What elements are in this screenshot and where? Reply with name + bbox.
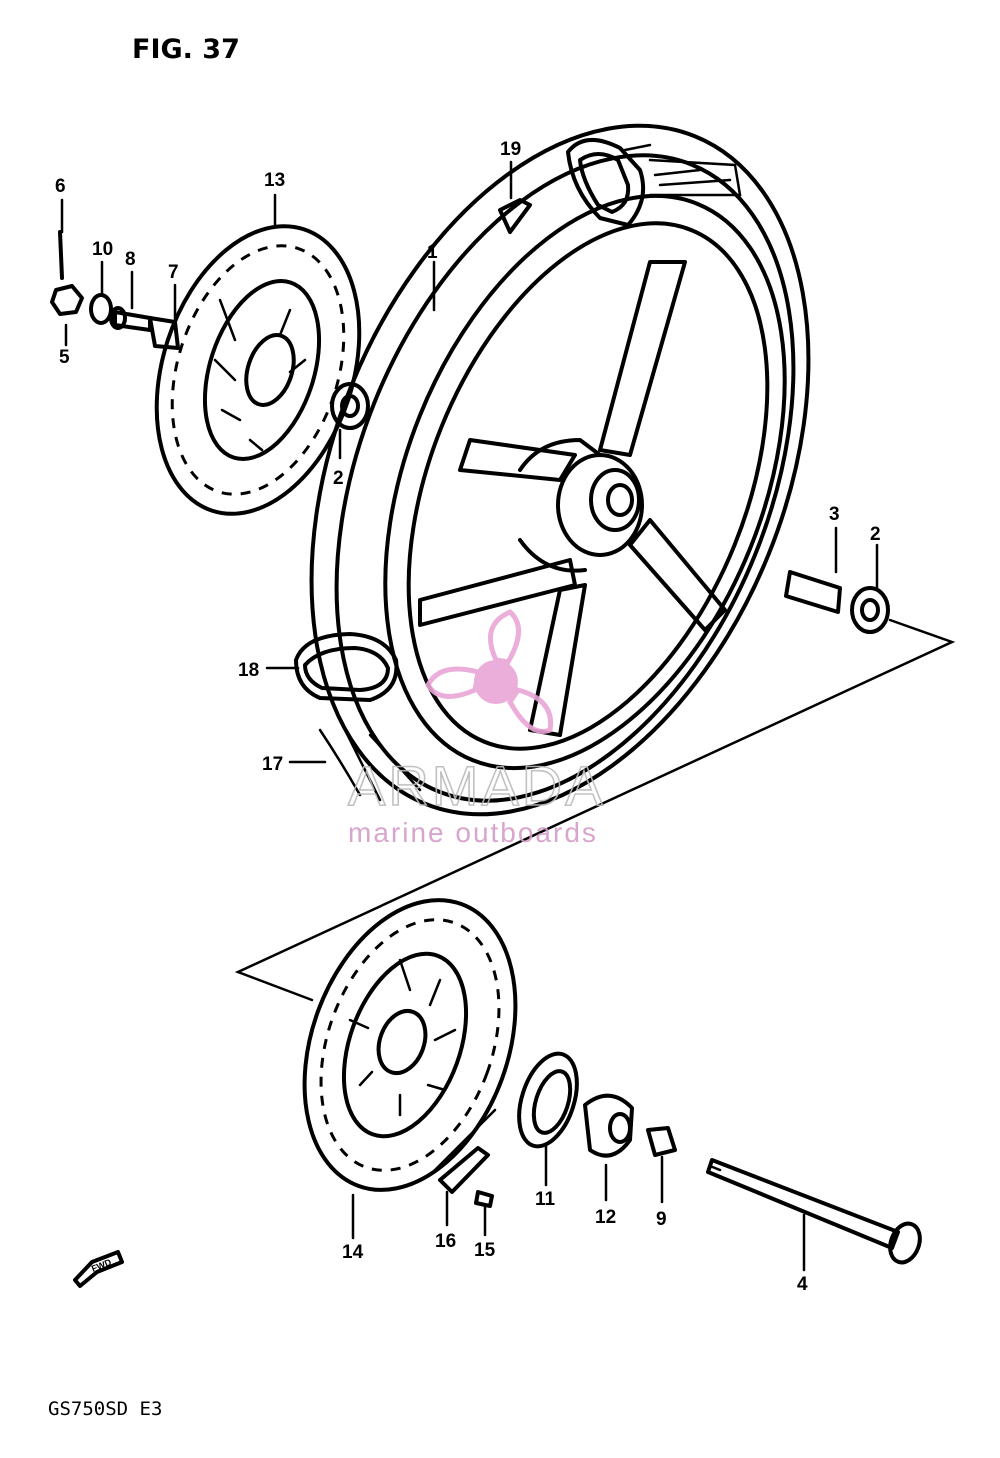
fwd-arrow-icon — [73, 1250, 124, 1288]
propeller-logo-icon — [425, 609, 554, 734]
callout-11: 11 — [535, 1189, 556, 1210]
oil-seal-inner — [531, 1069, 573, 1135]
watermark-brand: ARMADA — [348, 754, 606, 817]
disc-outer-edge — [154, 224, 362, 516]
tread-marks-bottom — [318, 718, 422, 802]
tread-pattern-top — [648, 158, 742, 197]
rim-outer — [383, 193, 787, 771]
assembly-guide-line — [234, 618, 956, 1002]
spoke-lower-left — [418, 558, 577, 627]
disc-center-bore — [244, 333, 296, 407]
spacer-end — [109, 306, 127, 330]
callout-8: 8 — [125, 249, 136, 270]
bearing-right — [850, 586, 890, 634]
leader-lines — [60, 160, 879, 1272]
gearbox-bore — [608, 1112, 632, 1144]
tyre-valve — [498, 198, 532, 234]
figure-title: FIG. 37 — [132, 34, 240, 65]
callout-16: 16 — [435, 1231, 456, 1252]
callout-13: 13 — [264, 170, 285, 191]
disc-slots — [348, 958, 457, 1117]
forward-arrow: FWD — [73, 1250, 124, 1288]
rim-inner — [406, 221, 770, 751]
disc-center-bore — [376, 1009, 428, 1075]
oil-seal — [517, 1051, 579, 1149]
bearing-left-bore — [340, 394, 360, 418]
model-code: GS750SD E3 — [48, 1398, 162, 1420]
bearing-left — [330, 382, 370, 430]
bolt-guide-line — [428, 1108, 497, 1177]
disc-carrier — [202, 279, 322, 461]
callout-4: 4 — [797, 1274, 808, 1295]
hub-bore — [606, 483, 634, 517]
spoke-upper — [598, 260, 687, 457]
tyre-section-top-inner — [578, 152, 631, 214]
spoke-lower — [528, 583, 587, 737]
disc-outer-edge — [302, 898, 518, 1192]
wheel-assembly — [294, 123, 811, 817]
disc-drill-holes — [319, 918, 501, 1172]
watermark-tagline: marine outboards — [348, 817, 598, 848]
spacer — [113, 310, 152, 332]
axle-head — [888, 1221, 922, 1265]
callout-15: 15 — [474, 1240, 496, 1261]
callout-9: 9 — [656, 1209, 667, 1230]
axle-nut — [50, 284, 84, 316]
callout-17: 17 — [262, 754, 283, 775]
callout-5: 5 — [59, 347, 70, 368]
collar — [148, 316, 180, 350]
axle-thread — [708, 1158, 724, 1172]
disc-slots — [213, 298, 307, 452]
bearing-right-bore — [860, 598, 880, 622]
callout-6: 6 — [55, 176, 66, 197]
tyre-section-bottom-inner — [303, 646, 390, 692]
hub-flange — [589, 468, 641, 532]
washer — [89, 293, 113, 325]
axle-collar — [646, 1126, 677, 1157]
tread-marks-top — [623, 143, 732, 187]
callout-3: 3 — [829, 504, 840, 525]
spoke-lower-right — [628, 518, 727, 632]
callout-14: 14 — [342, 1242, 364, 1263]
callout-7: 7 — [168, 262, 179, 283]
lock-washer — [438, 1146, 490, 1194]
brake-disc-lower — [302, 898, 518, 1192]
callout-2-right: 2 — [870, 524, 881, 545]
brake-disc-upper — [154, 224, 362, 516]
callout-18: 18 — [238, 660, 259, 681]
hub-spacer — [784, 570, 842, 614]
cotter-pin — [58, 230, 64, 280]
callout-10: 10 — [92, 239, 113, 260]
tyre-section-top — [566, 138, 645, 227]
callout-2-left: 2 — [333, 468, 344, 489]
spoke-left-upper — [458, 438, 577, 482]
callout-12: 12 — [595, 1207, 616, 1228]
callout-1: 1 — [427, 242, 438, 263]
callout-19: 19 — [500, 139, 521, 160]
tyre-inner-edge — [334, 153, 796, 803]
disc-carrier — [341, 951, 469, 1139]
speedometer-gearbox — [583, 1093, 634, 1158]
disc-bolt — [474, 1190, 494, 1208]
watermark: ARMADA marine outboards — [347, 609, 606, 848]
tyre-section-bottom — [294, 632, 399, 702]
